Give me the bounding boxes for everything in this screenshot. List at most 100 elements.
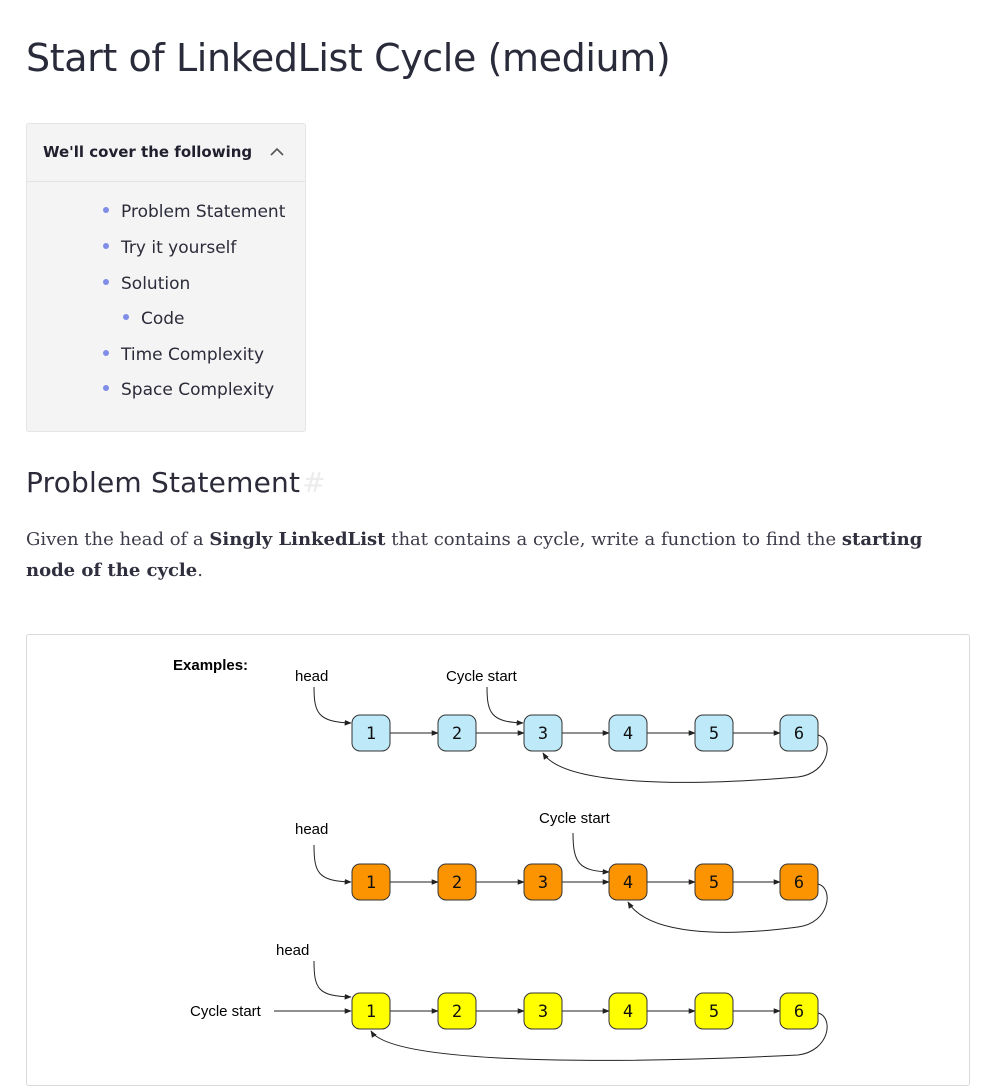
node-box bbox=[779, 863, 819, 901]
node-value: 2 bbox=[452, 873, 462, 893]
node-box bbox=[608, 863, 648, 901]
problem-text-2: that contains a cycle, write a function … bbox=[385, 529, 842, 550]
cycle-start-label: Cycle start bbox=[190, 1003, 262, 1020]
cycle-start-pointer-arrow bbox=[486, 686, 524, 726]
problem-description: Given the head of a Singly LinkedList th… bbox=[26, 524, 966, 586]
toc-item-problem-statement[interactable]: Problem Statement bbox=[103, 202, 285, 222]
example-row: 1 2 3 4 5 6 head Cycle start bbox=[295, 668, 828, 783]
list-node: 2 bbox=[437, 863, 477, 901]
head-label: head bbox=[295, 668, 328, 685]
problem-bold-2: starting node of the cycle bbox=[26, 529, 923, 581]
node-value: 2 bbox=[452, 724, 462, 744]
toc-panel: We'll cover the following Problem Statem… bbox=[26, 123, 306, 432]
cycle-back-arrow bbox=[627, 883, 828, 933]
list-node: 4 bbox=[608, 992, 648, 1030]
heading-anchor-link[interactable]: # bbox=[302, 466, 326, 499]
toc-item-time-complexity[interactable]: Time Complexity bbox=[103, 345, 264, 365]
section-heading-problem-statement: Problem Statement# bbox=[26, 466, 326, 499]
cycle-back-arrow bbox=[542, 734, 828, 783]
node-box bbox=[437, 863, 477, 901]
list-node: 4 bbox=[608, 714, 648, 752]
toc-item-space-complexity[interactable]: Space Complexity bbox=[103, 380, 274, 400]
list-node: 2 bbox=[437, 714, 477, 752]
toc-header[interactable]: We'll cover the following bbox=[27, 124, 305, 182]
toc-item-solution[interactable]: Solution bbox=[103, 274, 190, 294]
list-node: 5 bbox=[694, 714, 734, 752]
toc-item-code[interactable]: Code bbox=[123, 309, 185, 329]
list-node: 1 bbox=[351, 863, 391, 901]
node-box bbox=[523, 863, 563, 901]
node-value: 5 bbox=[709, 724, 719, 744]
toc-item-label: Time Complexity bbox=[121, 345, 265, 365]
node-value: 2 bbox=[452, 1002, 462, 1022]
list-node: 3 bbox=[523, 714, 563, 752]
problem-text-3: . bbox=[197, 560, 203, 581]
bullet-icon bbox=[103, 385, 109, 391]
list-node: 6 bbox=[779, 714, 819, 752]
node-box bbox=[351, 863, 391, 901]
node-value: 1 bbox=[366, 724, 376, 744]
node-value: 4 bbox=[623, 1002, 633, 1022]
page-title: Start of LinkedList Cycle (medium) bbox=[26, 36, 671, 80]
problem-bold-1: Singly LinkedList bbox=[209, 529, 386, 550]
list-node: 3 bbox=[523, 992, 563, 1030]
toc-item-label: Solution bbox=[121, 274, 191, 294]
head-pointer-arrow bbox=[313, 686, 352, 726]
node-value: 3 bbox=[538, 724, 548, 744]
node-value: 3 bbox=[538, 1002, 548, 1022]
node-value: 1 bbox=[366, 873, 376, 893]
node-box bbox=[351, 714, 391, 752]
list-node: 5 bbox=[694, 863, 734, 901]
node-value: 5 bbox=[709, 873, 719, 893]
head-pointer-arrow bbox=[313, 960, 352, 1000]
node-box bbox=[694, 714, 734, 752]
cycle-back-arrow bbox=[370, 1012, 828, 1061]
list-node: 5 bbox=[694, 992, 734, 1030]
list-node: 2 bbox=[437, 992, 477, 1030]
list-node: 6 bbox=[779, 863, 819, 901]
node-value: 4 bbox=[623, 873, 633, 893]
example-row: 1 2 3 4 5 6 head Cycle start bbox=[295, 810, 828, 933]
section-heading-text: Problem Statement bbox=[26, 466, 301, 499]
list-node: 6 bbox=[779, 992, 819, 1030]
cycle-start-label: Cycle start bbox=[539, 810, 611, 827]
node-value: 1 bbox=[366, 1002, 376, 1022]
list-node: 1 bbox=[351, 714, 391, 752]
node-value: 4 bbox=[623, 724, 633, 744]
node-box bbox=[523, 992, 563, 1030]
toc-item-label: Space Complexity bbox=[121, 380, 275, 400]
list-node: 1 bbox=[351, 992, 391, 1030]
node-box bbox=[608, 714, 648, 752]
bullet-icon bbox=[103, 279, 109, 285]
examples-label: Examples: bbox=[173, 657, 248, 674]
node-value: 6 bbox=[794, 724, 804, 744]
toc-item-label: Problem Statement bbox=[121, 202, 286, 222]
node-value: 6 bbox=[794, 1002, 804, 1022]
toc-item-label: Try it yourself bbox=[121, 238, 237, 258]
node-value: 6 bbox=[794, 873, 804, 893]
cycle-start-label: Cycle start bbox=[446, 668, 518, 685]
bullet-icon bbox=[103, 350, 109, 356]
toc-item-try-it-yourself[interactable]: Try it yourself bbox=[103, 238, 236, 258]
node-box bbox=[779, 714, 819, 752]
bullet-icon bbox=[103, 243, 109, 249]
bullet-icon bbox=[123, 314, 129, 320]
cycle-start-pointer-arrow bbox=[572, 832, 610, 875]
head-pointer-arrow bbox=[313, 844, 352, 885]
node-box bbox=[437, 714, 477, 752]
head-label: head bbox=[276, 942, 309, 959]
list-node: 4 bbox=[608, 863, 648, 901]
node-box bbox=[608, 992, 648, 1030]
node-value: 5 bbox=[709, 1002, 719, 1022]
toc-item-label: Code bbox=[141, 309, 185, 329]
toc-title: We'll cover the following bbox=[43, 143, 253, 161]
list-node: 3 bbox=[523, 863, 563, 901]
head-label: head bbox=[295, 821, 328, 838]
node-box bbox=[694, 992, 734, 1030]
node-box bbox=[523, 714, 563, 752]
chevron-up-icon[interactable] bbox=[269, 144, 285, 160]
node-box bbox=[779, 992, 819, 1030]
